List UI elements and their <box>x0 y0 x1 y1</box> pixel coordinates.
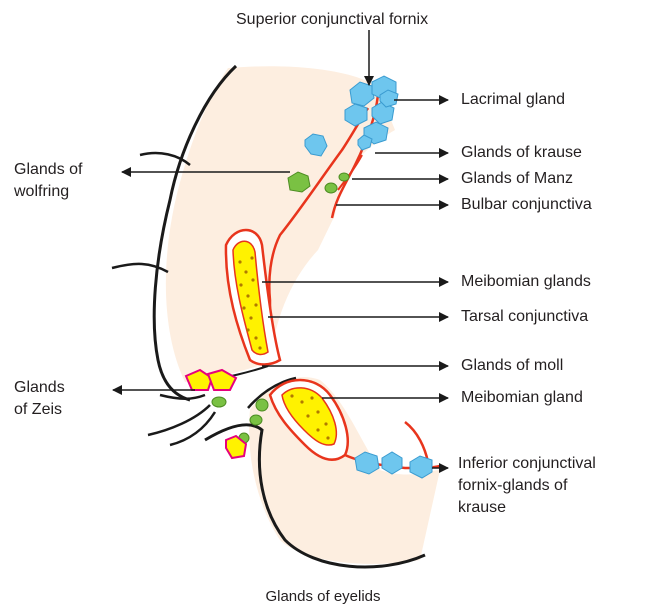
label-glands-of-krause: Glands of krause <box>461 143 582 163</box>
label-meibomian-glands: Meibomian glands <box>461 272 591 292</box>
label-inferior-fornix-line3: krause <box>458 498 506 518</box>
lower-bulbar-conjunctiva <box>405 422 428 462</box>
label-zeis-line1: Glands <box>14 378 65 398</box>
label-wolfring-line2: wolfring <box>14 182 69 202</box>
label-inferior-fornix-line1: Inferior conjunctival <box>458 454 596 474</box>
label-glands-of-manz: Glands of Manz <box>461 169 573 189</box>
label-zeis-line2: of Zeis <box>14 400 62 420</box>
label-meibomian-gland: Meibomian gland <box>461 388 583 408</box>
skin-fold-curve <box>112 264 168 272</box>
glands-of-zeis <box>186 370 246 458</box>
label-glands-of-moll: Glands of moll <box>461 356 563 376</box>
label-inferior-fornix-line2: fornix-glands of <box>458 476 567 496</box>
label-lacrimal-gland: Lacrimal gland <box>461 90 565 110</box>
label-wolfring-line1: Glands of <box>14 160 82 180</box>
figure-caption: Glands of eyelids <box>0 588 646 605</box>
label-tarsal-conjunctiva: Tarsal conjunctiva <box>461 307 588 327</box>
label-bulbar-conjunctiva: Bulbar conjunctiva <box>461 195 592 215</box>
label-superior-conjunctival-fornix: Superior conjunctival fornix <box>236 10 428 30</box>
